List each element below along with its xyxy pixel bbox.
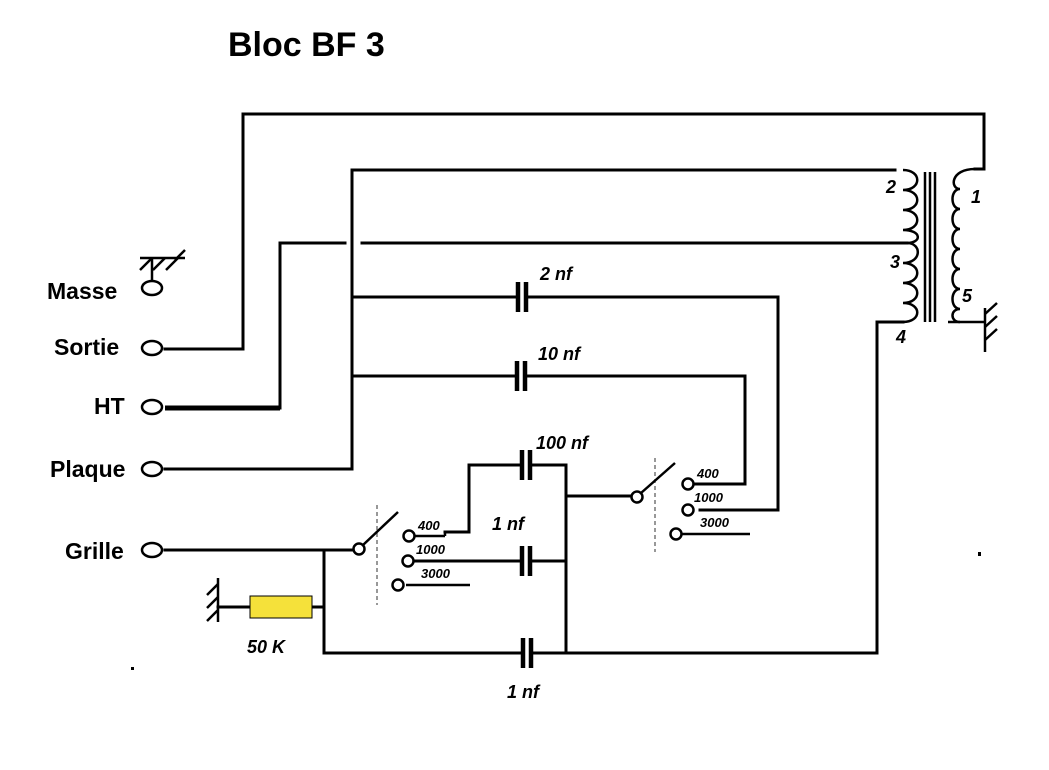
switch-left-contact-1000 (401, 554, 415, 568)
switch-left-contact-400 (402, 529, 416, 543)
switch-left-contact-3000 (391, 578, 405, 592)
capacitor-2nf: 2 nf (515, 264, 574, 312)
transformer-pin-1: 1 (971, 187, 981, 207)
ground-masse-icon (139, 249, 186, 281)
diagram-title: Bloc BF 3 (228, 26, 385, 64)
resistor-50k: 50 K (247, 595, 313, 657)
transformer: 2 3 4 1 5 (885, 167, 981, 347)
capacitor-1nf-bottom-label: 1 nf (507, 682, 541, 702)
switch-left-blade (362, 511, 399, 546)
cap-1nf-bottom-right-lead (531, 320, 905, 655)
switch-left: 400 1000 3000 (352, 505, 451, 605)
cap-100nf-right-lead (530, 463, 568, 655)
sortie-wire (163, 112, 986, 351)
switch-right-label-1000: 1000 (694, 490, 724, 505)
transformer-pin-4: 4 (895, 327, 906, 347)
ground-transformer-icon (948, 302, 998, 352)
stray-dot-left (131, 667, 134, 670)
plaque-wire (163, 168, 897, 471)
transformer-primary-lower (902, 241, 919, 324)
switch-right: 400 1000 3000 (630, 458, 730, 552)
transformer-pin-3: 3 (890, 252, 900, 272)
wires (163, 112, 986, 655)
capacitor-2nf-label: 2 nf (539, 264, 574, 284)
switch-left-label-3000: 3000 (421, 566, 451, 581)
terminal-label-plaque: Plaque (50, 456, 125, 482)
capacitor-1nf-switched-label: 1 nf (492, 514, 526, 534)
switch-left-pivot (352, 542, 366, 556)
cap-2nf-right-lead (526, 295, 780, 512)
cap-100nf-left-lead (443, 463, 522, 534)
capacitor-10nf: 10 nf (514, 344, 582, 391)
terminal-label-grille: Grille (65, 538, 124, 564)
switch-right-contact-400 (681, 477, 695, 491)
terminal-label-ht: HT (94, 393, 125, 419)
terminal-sortie (140, 339, 164, 357)
switch-left-label-1000: 1000 (416, 542, 446, 557)
transformer-pin-5: 5 (962, 286, 973, 306)
transformer-pin-2: 2 (885, 177, 896, 197)
switch-right-label-3000: 3000 (700, 515, 730, 530)
transformer-secondary (951, 167, 976, 324)
ground-resistor-icon (206, 578, 220, 622)
transformer-primary-upper (902, 168, 919, 245)
resistor-label: 50 K (247, 637, 287, 657)
capacitor-1nf-switched: 1 nf (492, 514, 533, 576)
terminal-label-sortie: Sortie (54, 334, 119, 360)
switch-right-blade (640, 462, 676, 494)
capacitor-100nf-label: 100 nf (536, 433, 590, 453)
terminal-label-masse: Masse (47, 278, 117, 304)
stray-dot-right (978, 552, 981, 556)
cap-10nf-right-lead (525, 374, 747, 486)
switch-left-label-400: 400 (417, 518, 440, 533)
capacitor-1nf-bottom: 1 nf (507, 638, 541, 702)
capacitor-100nf: 100 nf (519, 433, 590, 480)
terminal-masse (140, 279, 164, 297)
terminal-ht (140, 398, 164, 416)
terminal-grille (140, 541, 164, 559)
ht-wire (278, 241, 347, 410)
resistor-body (249, 595, 313, 619)
terminals: Masse Sortie HT Plaque Grille (47, 278, 164, 564)
switch-right-contact-3000 (669, 527, 683, 541)
switch-right-contact-1000 (681, 503, 695, 517)
switch-right-pivot (630, 490, 644, 504)
capacitor-10nf-label: 10 nf (538, 344, 582, 364)
terminal-plaque (140, 460, 164, 478)
switch-right-label-400: 400 (696, 466, 719, 481)
